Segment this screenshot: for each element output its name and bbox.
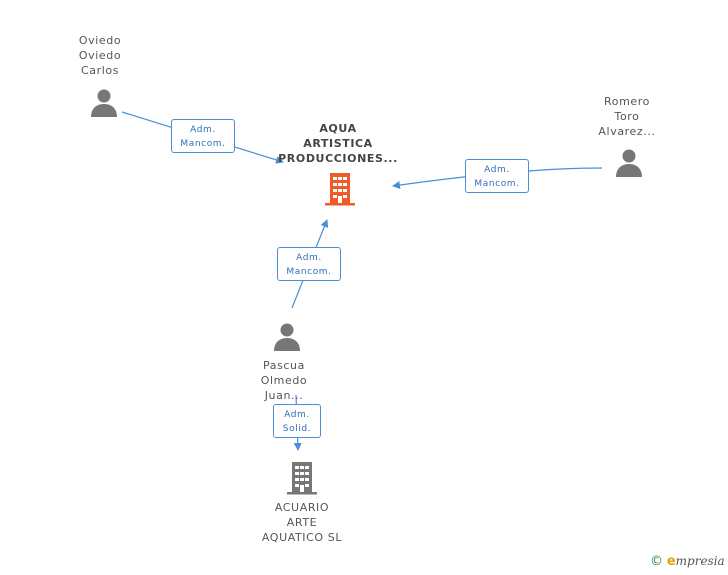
- relation-badge-romero[interactable]: Adm. Mancom.: [465, 159, 529, 193]
- relation-badge-pascua-main[interactable]: Adm. Mancom.: [277, 247, 341, 281]
- relation-badge-oviedo[interactable]: Adm. Mancom.: [171, 119, 235, 153]
- brand-logo-initial: e: [666, 554, 676, 569]
- brand-watermark: © empresia: [650, 554, 725, 569]
- copyright-icon: ©: [650, 554, 663, 569]
- person-label-oviedo[interactable]: Oviedo Oviedo Carlos: [78, 34, 122, 77]
- relation-badge-pascua-acuario[interactable]: Adm. Solid.: [273, 404, 321, 438]
- building-icon[interactable]: [324, 172, 356, 206]
- person-label-pascua[interactable]: Pascua Olmedo Juan...: [260, 359, 308, 402]
- person-label-romero[interactable]: Romero Toro Alvarez...: [598, 95, 656, 138]
- company-label-main[interactable]: AQUA ARTISTICA PRODUCCIONES...: [278, 122, 398, 165]
- person-icon[interactable]: [614, 148, 644, 178]
- person-icon[interactable]: [272, 322, 302, 352]
- brand-name: mpresia: [675, 554, 725, 568]
- person-icon[interactable]: [89, 88, 119, 118]
- company-label-acuario[interactable]: ACUARIO ARTE AQUATICO SL: [261, 501, 343, 544]
- building-icon[interactable]: [286, 461, 318, 495]
